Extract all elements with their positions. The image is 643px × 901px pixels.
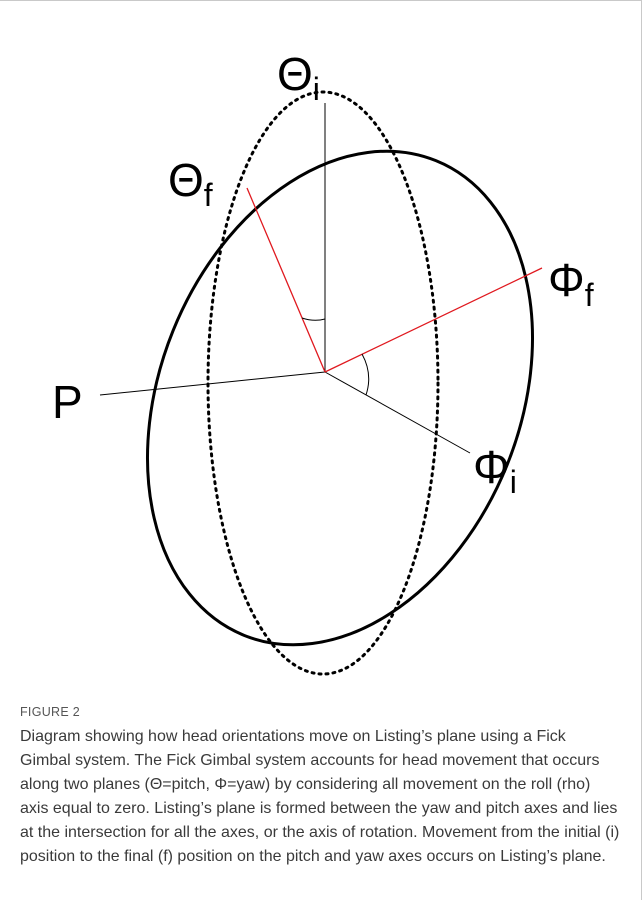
caption-text: Diagram showing how head orientations mo… [20, 728, 620, 865]
label-theta-f: Θf [168, 154, 213, 213]
final-plane-ellipse [146, 149, 534, 647]
label-theta-i: Θi [277, 48, 320, 107]
label-p: P [52, 376, 83, 428]
initial-plane-ellipse [206, 90, 440, 676]
label-phi-f: Φf [548, 254, 594, 313]
label-phi-i: Φi [473, 441, 517, 500]
phi-i-axis [324, 371, 471, 454]
theta-f-axis [246, 187, 326, 373]
yaw-angle-arc [361, 353, 370, 396]
phi-f-axis [324, 267, 543, 373]
figure-caption: FIGURE 2 Diagram showing how head orient… [20, 705, 620, 869]
listings-plane-diagram: Θi Θf Φf Φi P [52, 48, 594, 676]
figure-label: FIGURE 2 [20, 705, 81, 719]
pitch-angle-arc [301, 317, 326, 321]
p-axis [99, 371, 326, 396]
